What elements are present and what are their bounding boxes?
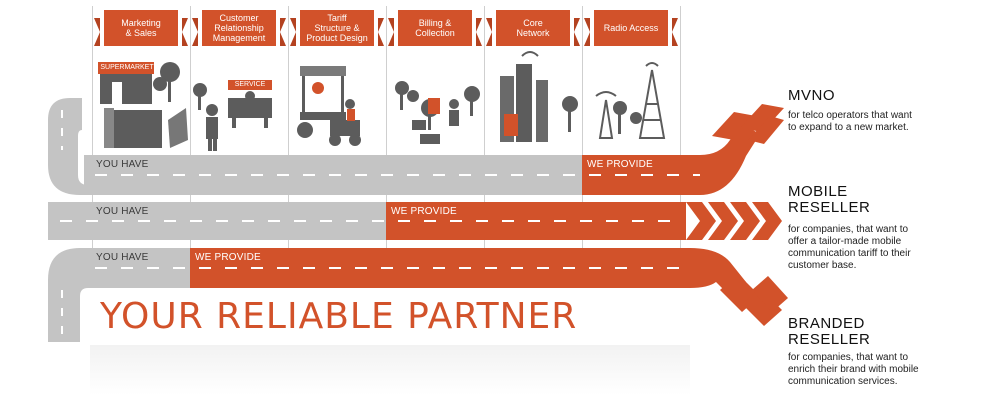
shop-building-icon xyxy=(104,108,188,148)
column-header-label: Customer Relationship Management xyxy=(212,13,266,43)
column-header-label: Tariff Structure & Product Design xyxy=(306,13,368,43)
lane-label-you-have: YOU HAVE xyxy=(96,252,149,263)
headline: YOUR RELIABLE PARTNER xyxy=(100,296,578,337)
column-header-crm: Customer Relationship Management xyxy=(192,10,286,46)
lane-label-we-provide: WE PROVIDE xyxy=(391,206,457,217)
column-header-label: Core Network xyxy=(516,18,550,38)
outcome-title-branded-reseller: BRANDED RESELLER xyxy=(788,315,871,348)
arrows xyxy=(686,104,788,326)
lane-label-we-provide: WE PROVIDE xyxy=(587,159,653,170)
lane-label-you-have: YOU HAVE xyxy=(96,159,149,170)
column-divider xyxy=(484,6,485,286)
column-header-core-network: Core Network xyxy=(486,10,580,46)
lane-road-mobile-reseller xyxy=(48,202,686,240)
column-header-label: Radio Access xyxy=(603,23,659,33)
outcome-description-branded-reseller: for companies, that want to enrich their… xyxy=(788,352,919,387)
column-header-label: Billing & Collection xyxy=(415,18,455,38)
core-network-icon xyxy=(500,51,578,142)
lane-road-mvno xyxy=(48,98,760,195)
road-reflection xyxy=(90,345,690,395)
service-sign: SERVICE xyxy=(234,81,266,88)
billing-collection-icon xyxy=(395,81,480,144)
outcome-title-mobile-reseller: MOBILE RESELLER xyxy=(788,183,871,216)
service-desk-icon xyxy=(193,80,272,151)
outcome-title-mvno: MVNO xyxy=(788,87,835,104)
outcome-description-mvno: for telco operators that want to expand … xyxy=(788,110,912,133)
column-header-tariff-design: Tariff Structure & Product Design xyxy=(290,10,384,46)
supermarket-sign: SUPERMARKET xyxy=(100,64,154,71)
column-header-billing: Billing & Collection xyxy=(388,10,482,46)
column-divider xyxy=(386,6,387,286)
lane-label-you-have: YOU HAVE xyxy=(96,206,149,217)
column-header-marketing-sales: Marketing & Sales xyxy=(94,10,188,46)
arrow-mvno xyxy=(712,104,784,144)
column-divider xyxy=(288,6,289,286)
arrow-mobile-reseller xyxy=(686,202,782,240)
arrow-branded-reseller xyxy=(720,274,788,326)
lane-label-we-provide: WE PROVIDE xyxy=(195,252,261,263)
column-header-label: Marketing & Sales xyxy=(121,18,161,38)
column-divider xyxy=(680,6,681,286)
column-header-radio-access: Radio Access xyxy=(584,10,678,46)
lane-road-branded-reseller xyxy=(48,248,746,342)
market-stall-icon xyxy=(297,66,361,146)
column-divider xyxy=(582,6,583,286)
column-divider xyxy=(190,6,191,286)
outcome-description-mobile-reseller: for companies, that want to offer a tail… xyxy=(788,224,911,271)
supermarket-icon xyxy=(98,62,180,104)
radio-tower-icon xyxy=(595,62,666,139)
column-divider xyxy=(92,6,93,286)
